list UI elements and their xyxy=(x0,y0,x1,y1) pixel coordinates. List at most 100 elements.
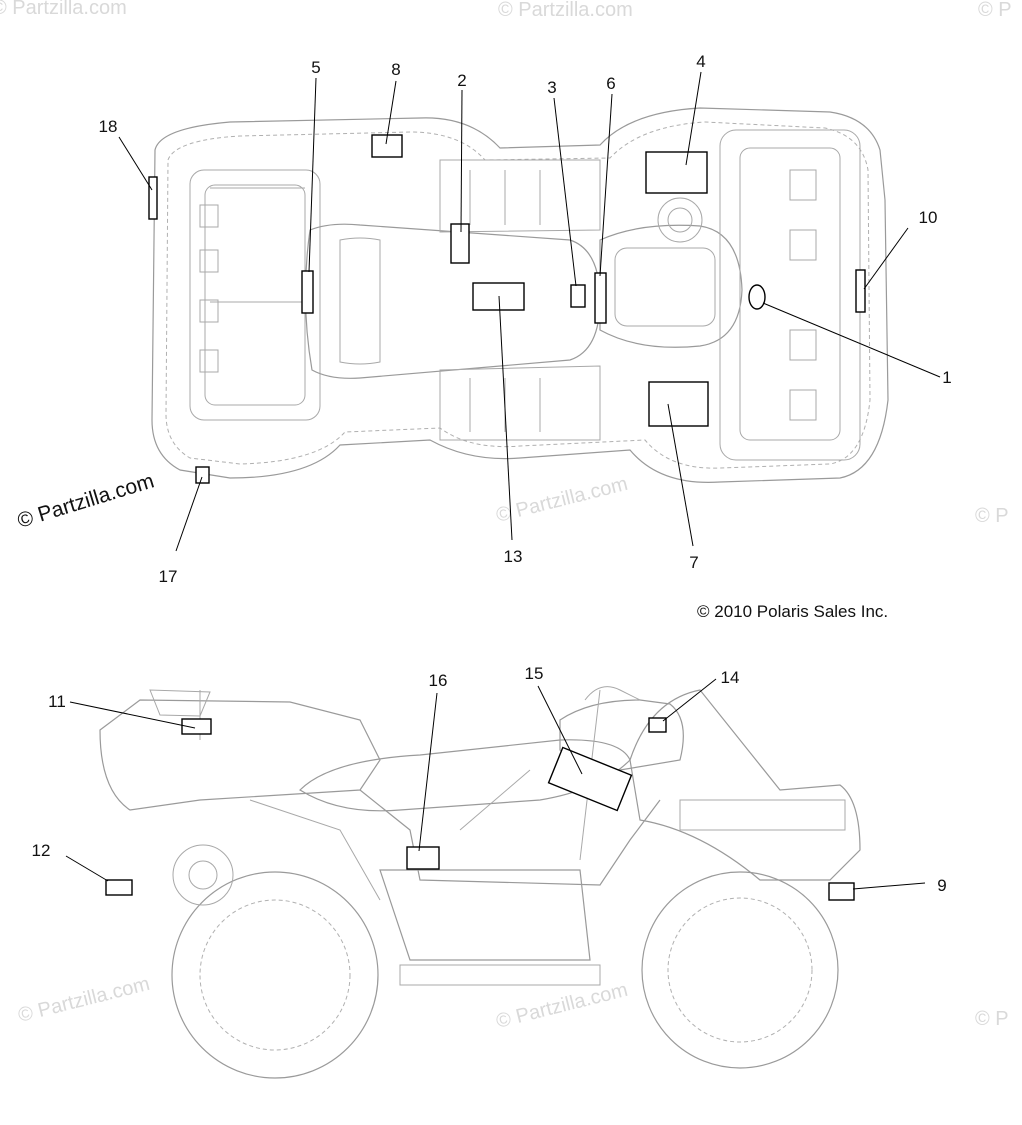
callout-2: 2 xyxy=(457,71,466,90)
watermark-mid-right: © P xyxy=(975,505,1009,527)
front-hub xyxy=(657,197,703,243)
front-wheel xyxy=(641,871,839,1069)
watermark-top-right: © P xyxy=(978,0,1012,21)
callout-3: 3 xyxy=(547,78,556,97)
tank-top xyxy=(614,247,716,327)
leader-1 xyxy=(762,302,941,378)
leader-13 xyxy=(498,295,513,541)
front-vent xyxy=(789,329,817,361)
watermark-bottom-left: © Partzilla.com xyxy=(16,973,152,1027)
watermark-mid-center: © Partzilla.com xyxy=(494,473,630,527)
rear-hub xyxy=(172,844,234,906)
callout-1: 1 xyxy=(942,368,951,387)
body-frame xyxy=(359,789,661,886)
decal-3 xyxy=(570,284,586,308)
leader-11 xyxy=(69,701,196,729)
partzilla-watermark-dark: © Partzilla.com xyxy=(15,469,157,532)
watermark-top-left: © Partzilla.com xyxy=(0,0,127,19)
watermark-top-center: © Partzilla.com xyxy=(498,0,633,21)
callout-17: 17 xyxy=(159,567,178,586)
leader-2 xyxy=(460,89,463,233)
decal-15 xyxy=(547,746,633,812)
frame-rail xyxy=(459,769,531,831)
decal-9 xyxy=(828,882,855,901)
atv-side-view: 11 12 16 15 14 9 xyxy=(32,664,947,1079)
decal-1 xyxy=(748,284,766,310)
rear-rack-inner xyxy=(204,184,306,406)
seat xyxy=(304,223,601,379)
front-vent xyxy=(789,169,817,201)
callout-10: 10 xyxy=(919,208,938,227)
front-rack-side xyxy=(679,799,846,831)
leader-5 xyxy=(308,77,317,273)
seat-rear-pad xyxy=(339,237,381,365)
right-footwell xyxy=(439,365,601,441)
decal-5 xyxy=(301,270,314,314)
callout-12: 12 xyxy=(32,841,51,860)
leader-8 xyxy=(385,80,397,145)
leader-12 xyxy=(65,855,109,882)
leader-17 xyxy=(175,476,203,552)
decal-17 xyxy=(195,466,210,484)
front-vent xyxy=(789,229,817,261)
rear-wheel-rim xyxy=(199,899,351,1051)
callout-9: 9 xyxy=(937,876,946,895)
frame-rail xyxy=(249,799,381,901)
atv-top-view: 5 8 2 3 6 4 18 10 1 13 7 17 © Partzilla.… xyxy=(15,52,952,586)
front-rack-inner xyxy=(739,147,841,441)
copyright-text: © 2010 Polaris Sales Inc. xyxy=(697,602,888,621)
front-fender xyxy=(629,689,861,881)
watermark-bottom-right: © P xyxy=(975,1008,1009,1030)
rear-vent xyxy=(199,299,219,323)
front-vent xyxy=(789,389,817,421)
leader-16 xyxy=(418,692,438,852)
callout-13: 13 xyxy=(504,547,523,566)
decal-7 xyxy=(648,381,709,427)
leader-4 xyxy=(685,71,702,166)
footrest xyxy=(399,964,601,986)
callout-16: 16 xyxy=(429,671,448,690)
left-footwell xyxy=(439,159,601,233)
rear-vent xyxy=(199,204,219,228)
rear-vent xyxy=(199,249,219,273)
rear-hub-inner xyxy=(188,860,218,890)
decal-16 xyxy=(406,846,440,870)
rear-wheel xyxy=(171,871,379,1079)
rear-light xyxy=(149,689,211,717)
leader-15 xyxy=(537,685,583,775)
rear-rack xyxy=(189,169,321,421)
leader-6 xyxy=(599,93,613,277)
front-hub-inner xyxy=(667,207,693,233)
decal-11 xyxy=(181,718,212,735)
rear-vent xyxy=(199,349,219,373)
watermark-bottom-center: © Partzilla.com xyxy=(494,979,630,1033)
decal-14 xyxy=(648,717,667,733)
callout-4: 4 xyxy=(696,52,705,71)
callout-7: 7 xyxy=(689,553,698,572)
rear-fender xyxy=(99,699,381,811)
decal-18 xyxy=(148,176,158,220)
footwell-side xyxy=(379,869,591,961)
leader-14 xyxy=(662,678,717,722)
callout-18: 18 xyxy=(99,117,118,136)
decal-13 xyxy=(472,282,525,311)
top-body-outline xyxy=(151,107,889,483)
fuel-tank xyxy=(599,224,743,348)
leader-10 xyxy=(863,227,909,290)
callout-15: 15 xyxy=(525,664,544,683)
leader-9 xyxy=(852,882,926,890)
leader-3 xyxy=(553,97,577,287)
leader-7 xyxy=(667,403,694,547)
callout-8: 8 xyxy=(391,60,400,79)
callout-11: 11 xyxy=(48,692,66,711)
decal-2 xyxy=(450,223,470,264)
decal-10 xyxy=(855,269,866,313)
callout-6: 6 xyxy=(606,74,615,93)
front-wheel-rim xyxy=(667,897,813,1043)
decal-12 xyxy=(105,879,133,896)
handlebar xyxy=(584,686,641,701)
callout-14: 14 xyxy=(721,668,740,687)
callout-5: 5 xyxy=(311,58,320,77)
leader-18 xyxy=(118,136,153,191)
